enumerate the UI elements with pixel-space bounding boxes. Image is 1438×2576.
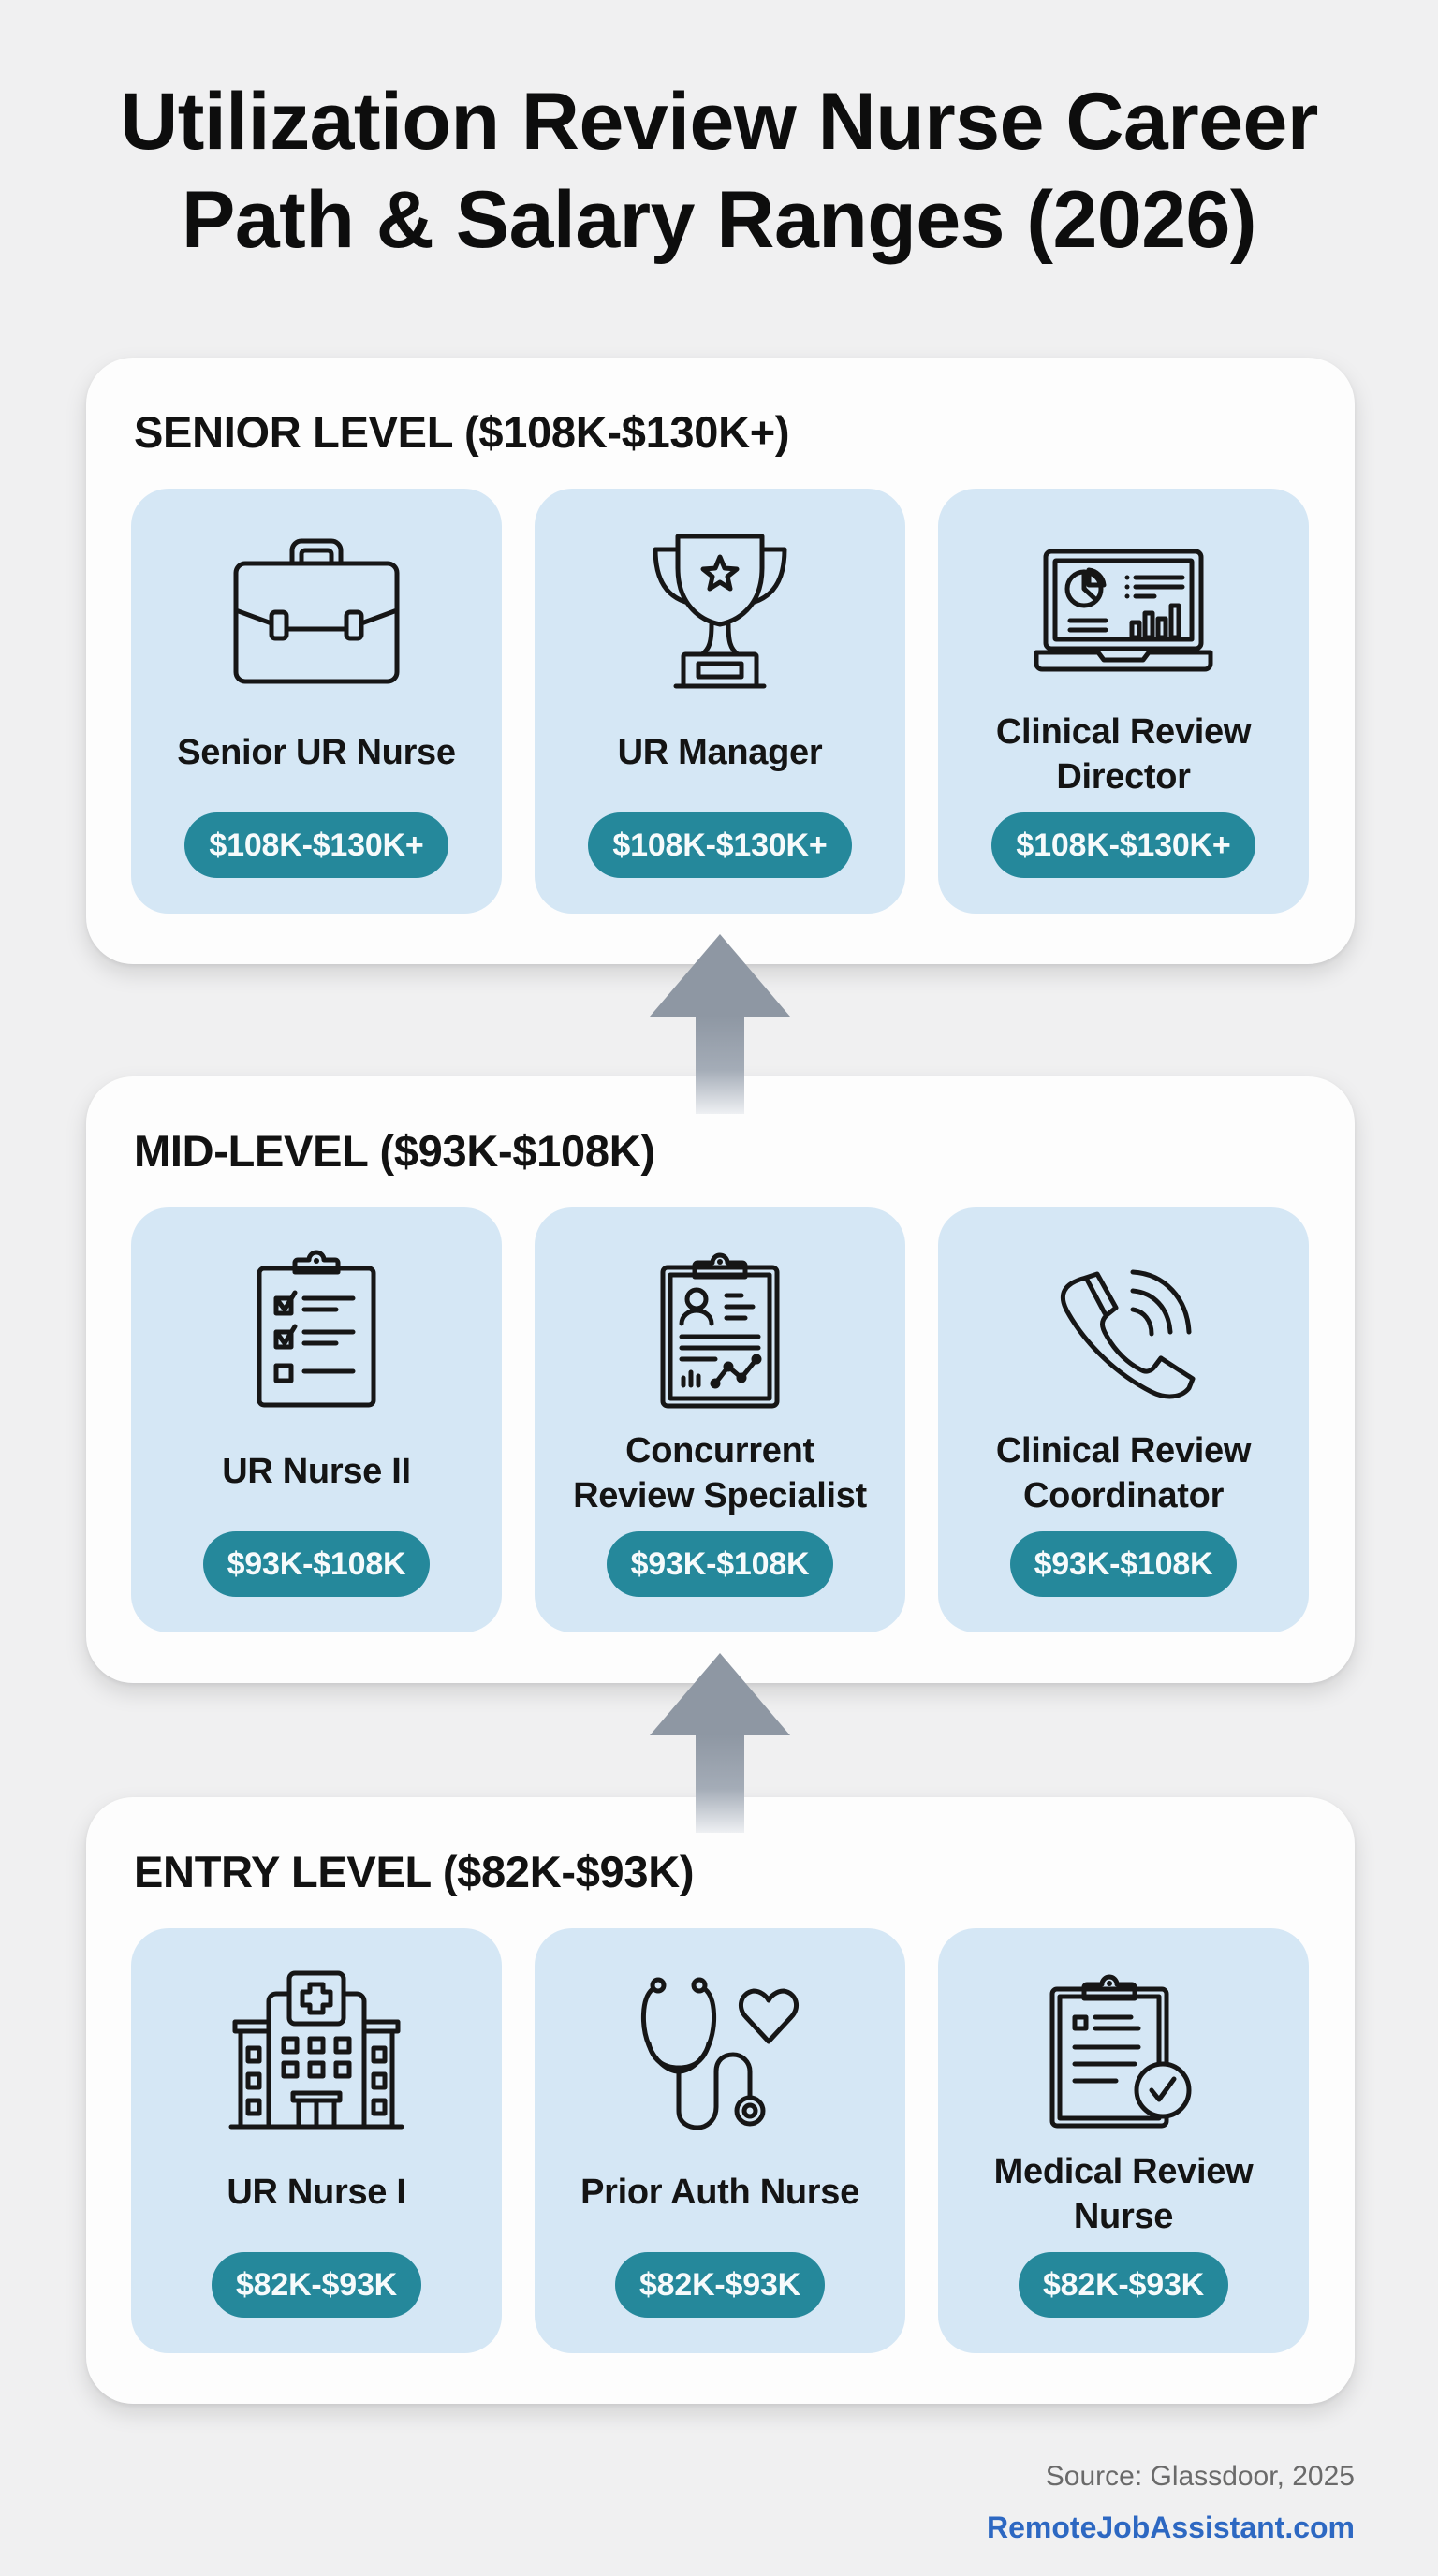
laptop-dashboard-icon — [938, 526, 1309, 695]
role-tile: UR Manager $108K-$130K+ — [535, 489, 905, 914]
role-title: Medical Review Nurse — [938, 2149, 1309, 2239]
role-tile: Clinical Review Director $108K-$130K+ — [938, 489, 1309, 914]
level-card-entry: ENTRY LEVEL ($82K-$93K) UR Nurse I $82K-… — [86, 1797, 1355, 2404]
role-tile: Senior UR Nurse $108K-$130K+ — [131, 489, 502, 914]
level-card-senior: SENIOR LEVEL ($108K-$130K+) Senior UR Nu… — [86, 358, 1355, 964]
stethoscope-heart-icon — [535, 1966, 905, 2134]
arrow-up-icon — [650, 934, 790, 1114]
role-tile: UR Nurse I $82K-$93K — [131, 1928, 502, 2353]
role-title: Clinical Review Coordinator — [938, 1428, 1309, 1518]
role-title-line: UR Nurse II — [222, 1452, 411, 1491]
role-tile: Medical Review Nurse $82K-$93K — [938, 1928, 1309, 2353]
role-title-line: Concurrent — [625, 1431, 814, 1471]
role-title-line: UR Nurse I — [227, 2173, 406, 2212]
role-title-line: Nurse — [1073, 2197, 1174, 2236]
salary-badge: $82K-$93K — [1018, 2252, 1229, 2318]
role-tile: UR Nurse II $93K-$108K — [131, 1208, 502, 1632]
trophy-icon — [535, 526, 905, 695]
role-title-line: Director — [1056, 757, 1191, 797]
role-title-line: Coordinator — [1022, 1476, 1225, 1515]
patient-chart-clipboard-icon — [535, 1245, 905, 1413]
role-title: Clinical Review Director — [938, 710, 1309, 799]
role-tile: Prior Auth Nurse $82K-$93K — [535, 1928, 905, 2353]
salary-badge: $93K-$108K — [1009, 1531, 1238, 1597]
role-title: Senior UR Nurse — [131, 730, 502, 775]
arrow-shaft — [696, 1734, 744, 1833]
role-title-line: Review Specialist — [573, 1476, 867, 1515]
page-title-line-1: Utilization Review Nurse Career — [120, 77, 1318, 167]
role-title: UR Nurse I — [131, 2170, 502, 2215]
level-card-mid: MID-LEVEL ($93K-$108K) UR Nurse II $93K-… — [86, 1076, 1355, 1683]
phone-icon — [938, 1245, 1309, 1413]
role-title: Concurrent Review Specialist — [535, 1428, 905, 1518]
role-title: Prior Auth Nurse — [535, 2170, 905, 2215]
page-title-line-2: Path & Salary Ranges (2026) — [181, 175, 1257, 265]
role-tile: Clinical Review Coordinator $93K-$108K — [938, 1208, 1309, 1632]
level-heading: SENIOR LEVEL ($108K-$130K+) — [134, 407, 790, 457]
checklist-clipboard-icon — [131, 1245, 502, 1413]
salary-badge: $82K-$93K — [614, 2252, 826, 2318]
role-title-line: UR Manager — [617, 733, 823, 772]
role-title: UR Manager — [535, 730, 905, 775]
arrow-up-icon — [650, 1653, 790, 1833]
source-citation: Source: Glassdoor, 2025 — [1045, 2461, 1355, 2492]
role-title-line: Medical Review — [993, 2152, 1254, 2191]
role-title: UR Nurse II — [131, 1449, 502, 1494]
website-link[interactable]: RemoteJobAssistant.com — [987, 2510, 1355, 2544]
role-title-line: Clinical Review — [995, 1431, 1252, 1471]
arrow-shaft — [696, 1016, 744, 1114]
salary-badge: $82K-$93K — [211, 2252, 422, 2318]
hospital-icon — [131, 1966, 502, 2134]
salary-badge: $108K-$130K+ — [991, 812, 1255, 878]
level-heading: ENTRY LEVEL ($82K-$93K) — [134, 1847, 695, 1896]
role-title-line: Senior UR Nurse — [177, 733, 456, 772]
role-title-line: Clinical Review — [995, 712, 1252, 752]
salary-badge: $108K-$130K+ — [184, 812, 448, 878]
salary-badge: $93K-$108K — [606, 1531, 834, 1597]
approved-clipboard-icon — [938, 1966, 1309, 2134]
level-heading: MID-LEVEL ($93K-$108K) — [134, 1126, 655, 1176]
role-tile: Concurrent Review Specialist $93K-$108K — [535, 1208, 905, 1632]
salary-badge: $108K-$130K+ — [588, 812, 852, 878]
arrow-head — [650, 934, 790, 1017]
briefcase-icon — [131, 526, 502, 695]
salary-badge: $93K-$108K — [202, 1531, 431, 1597]
arrow-head — [650, 1653, 790, 1735]
page-title: Utilization Review Nurse Career Path & S… — [0, 73, 1438, 270]
role-title-line: Prior Auth Nurse — [580, 2173, 859, 2212]
